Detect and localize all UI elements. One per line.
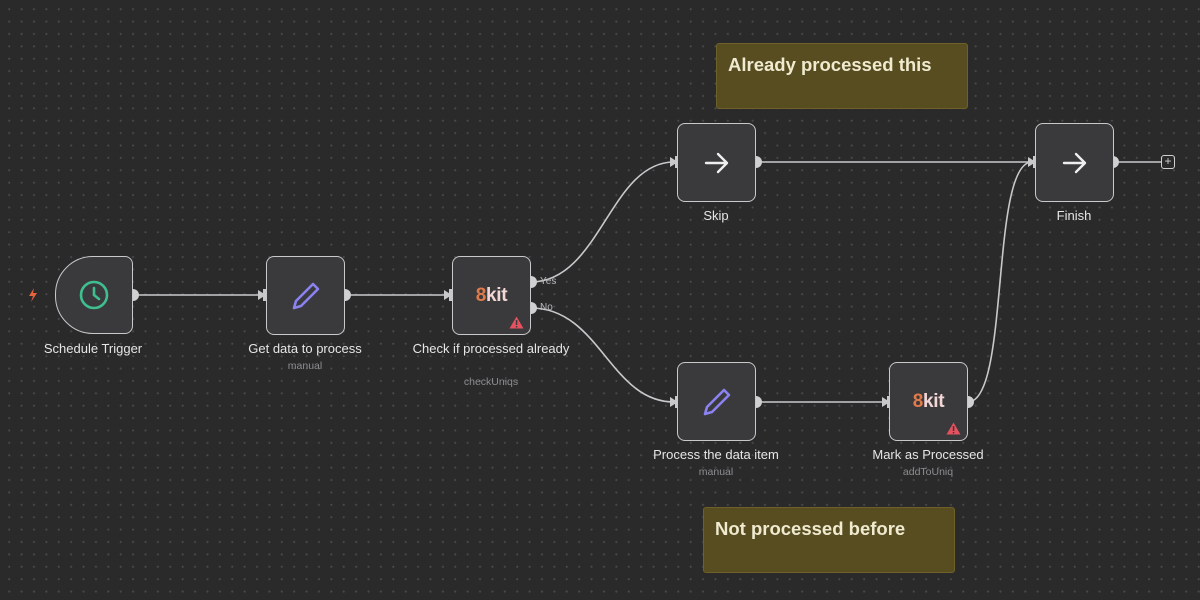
edge-no-to-process[interactable] xyxy=(530,307,675,403)
input-port-bar xyxy=(263,289,267,301)
node-subtitle: manual xyxy=(287,360,323,372)
node-get-data[interactable] xyxy=(266,256,345,335)
output-label-yes: Yes xyxy=(540,276,557,287)
node-label: Mark as Processed xyxy=(872,447,984,462)
8kit-logo-icon: 8kit xyxy=(453,257,530,334)
node-label: Skip xyxy=(703,208,729,223)
node-process-item[interactable] xyxy=(677,362,756,441)
node-check-processed[interactable]: 8kit xyxy=(452,256,531,335)
edge-mark-to-finish[interactable] xyxy=(967,161,1033,403)
input-port-mark[interactable] xyxy=(882,397,890,407)
input-port-process[interactable] xyxy=(670,397,678,407)
sticky-note-text: Not processed before xyxy=(715,518,906,539)
node-mark-processed[interactable]: 8kit xyxy=(889,362,968,441)
node-subtitle: checkUniqs xyxy=(463,376,519,388)
sticky-note-not-processed[interactable]: Not processed before xyxy=(703,507,955,573)
node-label: Finish xyxy=(1056,208,1092,223)
input-port-get-data[interactable] xyxy=(258,290,266,300)
node-label: Check if processed already xyxy=(412,341,570,356)
warning-icon[interactable] xyxy=(509,316,524,329)
pencil-icon xyxy=(267,257,344,334)
node-label: Process the data item xyxy=(653,447,779,462)
trigger-bolt-icon xyxy=(29,288,37,302)
8kit-logo-icon: 8kit xyxy=(890,363,967,440)
arrow-right-icon xyxy=(1036,124,1113,201)
edge-yes-to-skip[interactable] xyxy=(530,161,675,283)
node-finish[interactable] xyxy=(1035,123,1114,202)
node-subtitle: manual xyxy=(698,466,734,478)
clock-icon xyxy=(56,257,132,333)
kit-logo-kit: kit xyxy=(923,390,945,412)
arrow-right-icon xyxy=(678,124,755,201)
node-subtitle: addToUniq xyxy=(902,466,954,478)
input-port-check[interactable] xyxy=(444,290,452,300)
add-node-button[interactable]: + xyxy=(1161,155,1175,169)
node-skip[interactable] xyxy=(677,123,756,202)
input-port-skip[interactable] xyxy=(670,157,678,167)
node-label: Schedule Trigger xyxy=(43,341,143,356)
kit-logo-8: 8 xyxy=(475,284,487,306)
input-port-bar xyxy=(449,289,453,301)
pencil-icon xyxy=(678,363,755,440)
kit-logo-8: 8 xyxy=(912,390,924,412)
sticky-note-text: Already processed this xyxy=(728,54,932,75)
output-label-no: No xyxy=(540,302,553,313)
sticky-note-already-processed[interactable]: Already processed this xyxy=(716,43,968,109)
kit-logo-kit: kit xyxy=(486,284,508,306)
input-port-finish[interactable] xyxy=(1028,157,1036,167)
node-schedule-trigger[interactable] xyxy=(55,256,133,334)
node-label: Get data to process xyxy=(248,341,362,356)
warning-icon[interactable] xyxy=(946,422,961,435)
